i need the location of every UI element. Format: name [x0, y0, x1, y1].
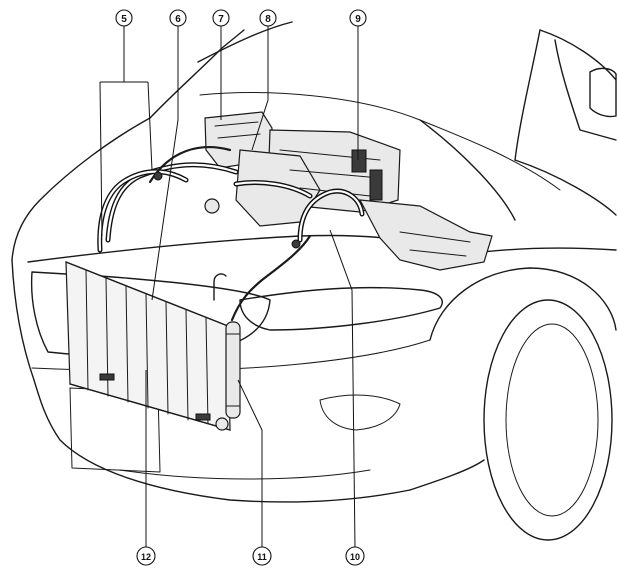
- wheel-tire: [483, 299, 613, 541]
- receiver-drier: [213, 273, 241, 431]
- mirror: [589, 67, 617, 118]
- hood-edge-right: [419, 119, 516, 221]
- callout-6: 6: [169, 9, 187, 27]
- condenser-bottom-tank: [69, 383, 231, 431]
- callout-7-label: 7: [218, 14, 224, 25]
- fog-lamp: [319, 394, 401, 431]
- pipe-joint-2: [291, 239, 301, 249]
- lower-intake: [119, 469, 371, 480]
- wheel-arch: [429, 267, 617, 341]
- windshield-line: [197, 21, 293, 63]
- hvac-detail-2: [214, 121, 261, 139]
- callout-7: 7: [212, 9, 230, 27]
- headlight: [239, 286, 443, 331]
- callout-8-label: 8: [265, 14, 271, 25]
- condenser: [65, 261, 231, 431]
- hvac-bracket-2: [369, 169, 383, 201]
- callout-12: 12: [136, 546, 156, 566]
- fender-top: [514, 159, 617, 216]
- bracket-detail: [399, 231, 471, 257]
- door-pillar: [514, 29, 541, 161]
- callout-9: 9: [349, 9, 367, 27]
- leader-lines: [99, 26, 359, 549]
- callout-8: 8: [259, 9, 277, 27]
- window-frame: [554, 39, 617, 141]
- cowl-line: [199, 92, 561, 191]
- callout-5-label: 5: [121, 14, 127, 25]
- refrigerant-lines: [97, 146, 365, 322]
- liquid-pipe-to-condenser: [230, 234, 312, 322]
- fascia-upper: [27, 234, 441, 263]
- leader-11: [237, 379, 263, 548]
- callout-9-label: 9: [355, 14, 361, 25]
- condenser-fins: [85, 269, 209, 425]
- lower-body-right: [409, 459, 485, 491]
- callout-10: 10: [345, 546, 365, 566]
- condenser-bracket-bottom: [195, 413, 211, 421]
- leader-5: [99, 26, 153, 237]
- roof-line: [539, 29, 617, 81]
- callout-10-label: 10: [350, 552, 360, 562]
- hvac-bracket-1: [351, 149, 367, 173]
- drain-fitting: [215, 417, 229, 431]
- a-pillar: [149, 29, 245, 119]
- callout-6-label: 6: [175, 14, 181, 25]
- condenser-top-tank: [65, 261, 229, 327]
- wheel-rim: [505, 323, 599, 517]
- receiver-drier-pipe: [213, 273, 227, 301]
- callout-11: 11: [252, 546, 272, 566]
- hood-edge-left: [11, 117, 151, 261]
- leader-8: [251, 26, 269, 151]
- leader-6: [151, 26, 179, 301]
- hvac-mount-bracket: [358, 199, 493, 271]
- expansion-valve-block: [204, 198, 220, 214]
- fascia-outer: [11, 259, 411, 503]
- callout-12-label: 12: [141, 552, 151, 562]
- condenser-bracket-top: [99, 373, 115, 381]
- receiver-drier-body: [225, 321, 241, 419]
- hvac-unit: [204, 111, 493, 271]
- receiver-drier-cap: [225, 333, 241, 407]
- leader-10: [329, 229, 356, 549]
- callout-5: 5: [115, 9, 133, 27]
- pipe-joint-1: [153, 171, 163, 181]
- callout-11-label: 11: [257, 552, 267, 562]
